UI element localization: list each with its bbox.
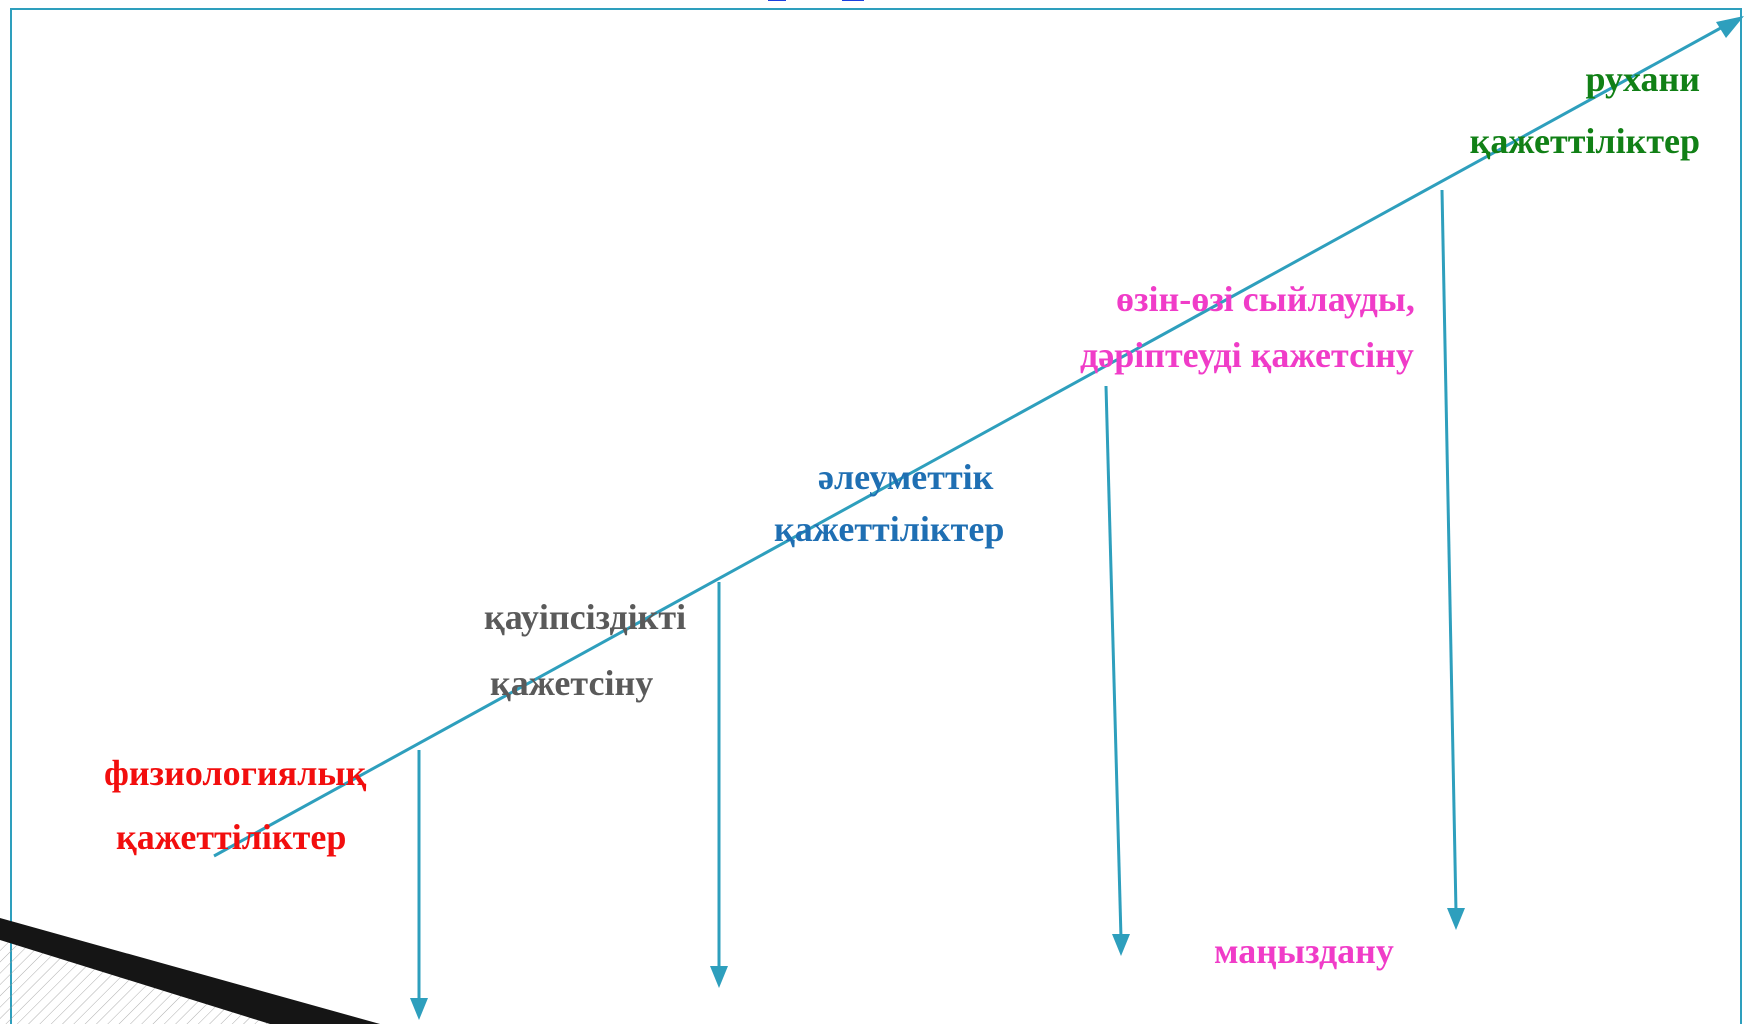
diagram-frame: [10, 8, 1742, 1024]
label-spiritual: рухани қажеттіліктер: [1426, 58, 1700, 162]
arrow-safety: [710, 582, 728, 988]
arrow-down-icon: [1447, 908, 1465, 930]
label-significance: маңыздану: [1214, 931, 1394, 971]
label-esteem-line2: дәріптеуді қажетсіну: [1080, 335, 1414, 375]
arrow-down-icon: [710, 966, 728, 988]
top-link-fragment[interactable]: [768, 0, 880, 4]
label-physiological: физиологиялық қажеттіліктер: [104, 752, 366, 858]
label-safety: қауіпсіздікті қажетсіну: [484, 596, 686, 704]
label-social: әлеуметтік қажеттіліктер: [774, 456, 1004, 550]
arrow-down-icon: [1112, 934, 1130, 956]
label-physiological-line2: қажеттіліктер: [116, 817, 347, 857]
label-social-line2: қажеттіліктер: [774, 509, 1005, 549]
label-safety-line2: қажетсіну: [490, 663, 654, 703]
arrow-spiritual: [1440, 189, 1465, 930]
arrow-up-right-icon: [1716, 16, 1744, 38]
label-spiritual-line1: рухани: [1585, 59, 1700, 99]
arrow-down-icon: [410, 998, 428, 1020]
label-spiritual-line2: қажеттіліктер: [1469, 121, 1700, 161]
arrow-physiological: [410, 750, 428, 1020]
corner-wedge-icon: [0, 918, 380, 1024]
label-safety-line1: қауіпсіздікті: [484, 597, 687, 637]
label-physiological-line1: физиологиялық: [104, 753, 367, 793]
label-esteem-line1: өзін-өзі сыйлауды,: [1116, 279, 1415, 319]
label-esteem: өзін-өзі сыйлауды, дәріптеуді қажетсіну: [1080, 278, 1415, 376]
arrow-esteem: [1104, 385, 1130, 956]
diagonal-growth-line: [213, 16, 1744, 858]
label-social-line1: әлеуметтік: [818, 457, 994, 497]
